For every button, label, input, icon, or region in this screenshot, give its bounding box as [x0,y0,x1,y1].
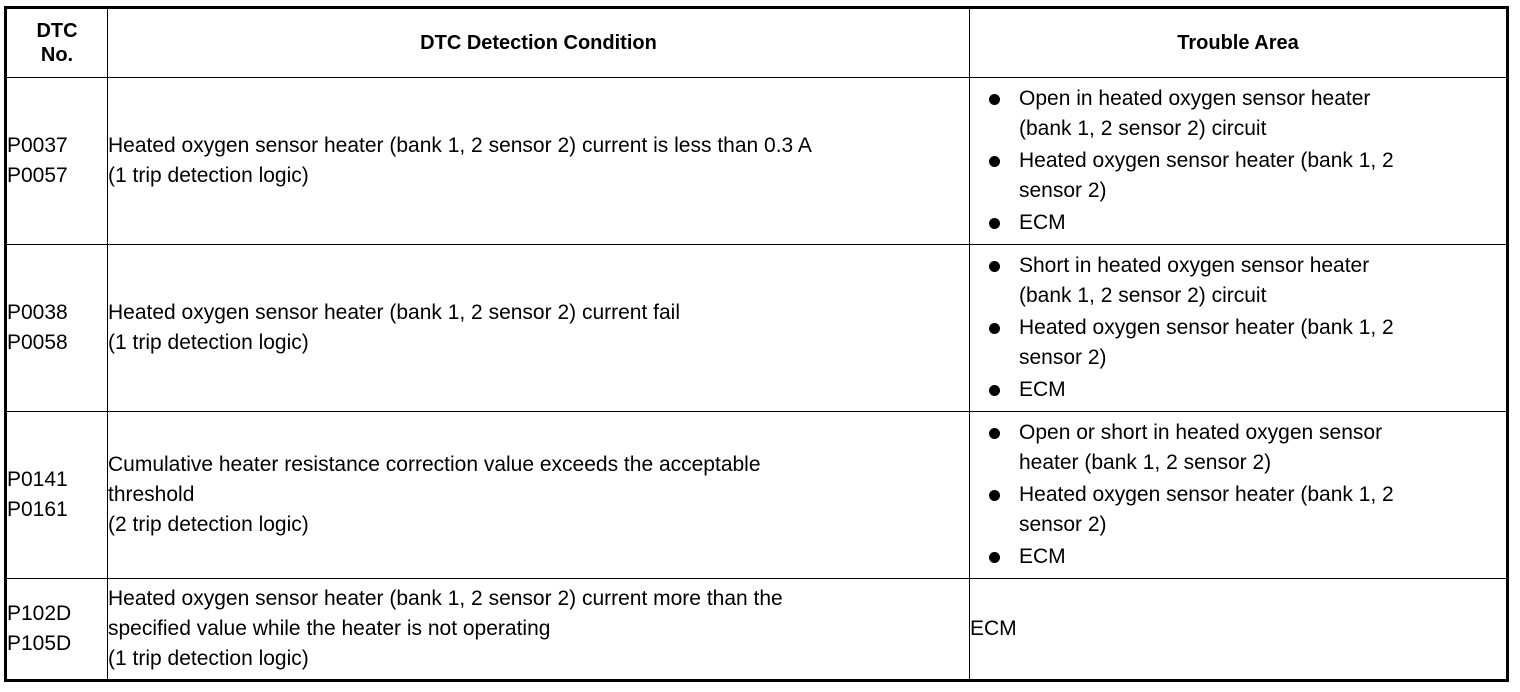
dtc-code: P0057 [7,164,68,187]
trouble-area-item: ECM [970,542,1506,572]
trouble-area-item: Short in heated oxygen sensor heater (ba… [970,251,1506,311]
condition-cell: Heated oxygen sensor heater (bank 1, 2 s… [107,244,970,412]
trouble-area-cell: Open in heated oxygen sensor heater (ban… [969,77,1508,245]
dtc-code: P102D [7,602,72,625]
dtc-code-cell: P0037 P0057 [5,77,108,245]
area-line: heater (bank 1, 2 sensor 2) [1019,450,1272,474]
condition-cell: Heated oxygen sensor heater (bank 1, 2 s… [107,77,970,245]
trouble-area-list: Short in heated oxygen sensor heater (ba… [970,251,1506,405]
area-line: (bank 1, 2 sensor 2) circuit [1019,283,1267,307]
area-line: (bank 1, 2 sensor 2) circuit [1019,116,1267,140]
header-trouble-area: Trouble Area [969,7,1508,78]
condition-line: Heated oxygen sensor heater (bank 1, 2 s… [108,134,812,157]
header-dtc-no-line: DTC [36,20,78,42]
bullet-icon [989,155,1000,167]
condition-line: (1 trip detection logic) [108,331,309,354]
condition-cell: Cumulative heater resistance correction … [107,411,970,579]
area-line: ECM [1019,377,1066,401]
bullet-icon [989,322,1000,334]
trouble-area-cell: ECM [969,578,1508,681]
trouble-area-item: ECM [970,208,1506,238]
table-row: P0037 P0057 Heated oxygen sensor heater … [5,77,1508,245]
bullet-icon [989,217,1000,229]
dtc-code: P0038 [7,301,68,324]
dtc-code: P0141 [7,468,68,491]
header-dtc-no: DTC No. [5,7,108,78]
header-dtc-no-line: No. [40,44,74,66]
trouble-area-list: Open in heated oxygen sensor heater (ban… [970,84,1506,238]
condition-line: Heated oxygen sensor heater (bank 1, 2 s… [108,301,680,324]
trouble-area-item: Heated oxygen sensor heater (bank 1, 2 s… [970,480,1506,540]
dtc-code: P0058 [7,331,68,354]
condition-line: Heated oxygen sensor heater (bank 1, 2 s… [108,587,783,610]
condition-line: Cumulative heater resistance correction … [108,453,761,476]
trouble-area-item: ECM [970,375,1506,405]
bullet-icon [989,93,1000,105]
area-line: ECM [970,617,1017,640]
trouble-area-item: Heated oxygen sensor heater (bank 1, 2 s… [970,146,1506,206]
dtc-code-cell: P102D P105D [5,578,108,681]
area-line: Short in heated oxygen sensor heater [1019,253,1370,277]
area-line: Heated oxygen sensor heater (bank 1, 2 [1019,482,1394,506]
area-line: ECM [1019,544,1066,568]
condition-cell: Heated oxygen sensor heater (bank 1, 2 s… [107,578,970,681]
area-line: sensor 2) [1019,512,1107,536]
area-line: Heated oxygen sensor heater (bank 1, 2 [1019,315,1394,339]
trouble-area-cell: Short in heated oxygen sensor heater (ba… [969,244,1508,412]
bullet-icon [989,489,1000,501]
condition-line: specified value while the heater is not … [108,617,551,640]
dtc-code: P105D [7,632,72,655]
bullet-icon [989,260,1000,272]
trouble-area-list: Open or short in heated oxygen sensor he… [970,418,1506,572]
dtc-code-cell: P0038 P0058 [5,244,108,412]
area-line: sensor 2) [1019,345,1107,369]
table-row: P0038 P0058 Heated oxygen sensor heater … [5,244,1508,412]
trouble-area-item: Heated oxygen sensor heater (bank 1, 2 s… [970,313,1506,373]
bullet-icon [989,551,1000,563]
header-row: DTC No. DTC Detection Condition Trouble … [5,7,1508,78]
trouble-area-item: Open in heated oxygen sensor heater (ban… [970,84,1506,144]
area-line: Open in heated oxygen sensor heater [1019,86,1371,110]
bullet-icon [989,384,1000,396]
area-line: Heated oxygen sensor heater (bank 1, 2 [1019,148,1394,172]
table-row: P0141 P0161 Cumulative heater resistance… [5,411,1508,579]
condition-line: (2 trip detection logic) [108,513,309,536]
dtc-code: P0037 [7,134,68,157]
table-row: P102D P105D Heated oxygen sensor heater … [5,578,1508,681]
condition-line: threshold [108,483,195,506]
trouble-area-item: Open or short in heated oxygen sensor he… [970,418,1506,478]
bullet-icon [989,427,1000,439]
dtc-code: P0161 [7,498,68,521]
area-line: sensor 2) [1019,178,1107,202]
trouble-area-cell: Open or short in heated oxygen sensor he… [969,411,1508,579]
area-line: Open or short in heated oxygen sensor [1019,420,1383,444]
dtc-code-cell: P0141 P0161 [5,411,108,579]
condition-line: (1 trip detection logic) [108,647,309,670]
area-line: ECM [1019,210,1066,234]
dtc-table: DTC No. DTC Detection Condition Trouble … [4,6,1509,682]
header-condition: DTC Detection Condition [107,7,970,78]
condition-line: (1 trip detection logic) [108,164,309,187]
